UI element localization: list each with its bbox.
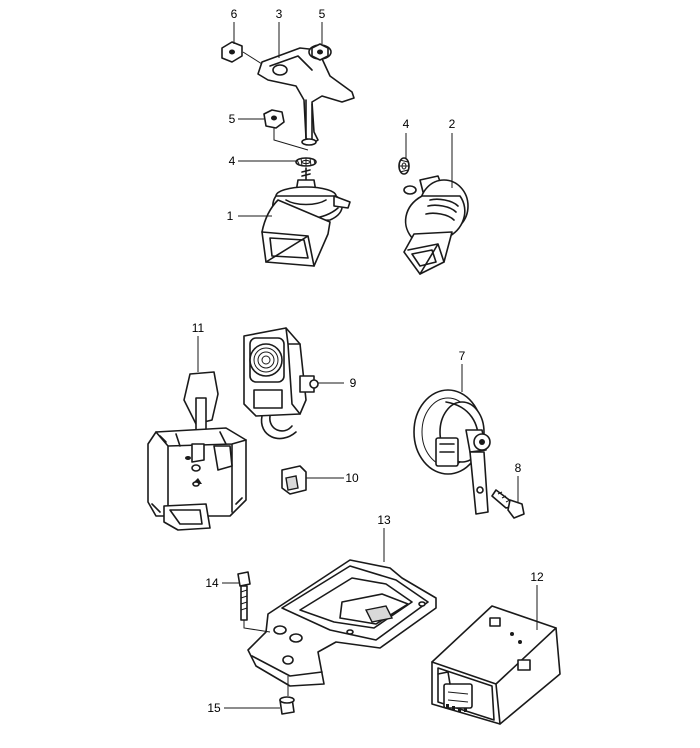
callout-15: 15 bbox=[207, 701, 221, 715]
grommet-part-10[interactable] bbox=[281, 465, 307, 495]
callout-1: 1 bbox=[227, 209, 234, 223]
callout-14: 14 bbox=[205, 576, 219, 590]
horn-part-1[interactable] bbox=[261, 167, 351, 267]
bolt-part-14[interactable] bbox=[237, 571, 271, 633]
nut-part-5-lower[interactable] bbox=[263, 109, 285, 129]
mounting-plate-part-13[interactable] bbox=[247, 559, 437, 687]
bracket-part-11[interactable] bbox=[147, 371, 247, 531]
bolt-part-8[interactable] bbox=[491, 489, 525, 519]
callout-8: 8 bbox=[515, 461, 522, 475]
callout-4-left: 4 bbox=[229, 154, 236, 168]
callout-6: 6 bbox=[231, 7, 238, 21]
horn-part-2[interactable] bbox=[403, 175, 469, 275]
callout-12: 12 bbox=[530, 570, 544, 584]
callout-5-lower: 5 bbox=[229, 112, 236, 126]
lock-washer-part-4[interactable] bbox=[295, 157, 317, 167]
bracket-part-3[interactable] bbox=[257, 47, 355, 146]
lock-washer-part-4-right[interactable] bbox=[398, 157, 410, 175]
callout-4-right: 4 bbox=[403, 117, 410, 131]
callout-5-upper: 5 bbox=[319, 7, 326, 21]
callout-7: 7 bbox=[459, 349, 466, 363]
nut-part-6[interactable] bbox=[221, 41, 243, 63]
callout-3: 3 bbox=[276, 7, 283, 21]
callout-2: 2 bbox=[449, 117, 456, 131]
siren-part-9[interactable] bbox=[243, 327, 319, 440]
nut-part-15[interactable] bbox=[279, 676, 295, 715]
horn-part-7[interactable] bbox=[413, 389, 491, 515]
nut-part-5-upper[interactable] bbox=[308, 43, 332, 61]
callout-11: 11 bbox=[192, 321, 205, 335]
callout-13: 13 bbox=[377, 513, 391, 527]
control-module-part-12[interactable] bbox=[431, 605, 561, 725]
callout-10: 10 bbox=[345, 471, 359, 485]
callout-9: 9 bbox=[350, 376, 357, 390]
